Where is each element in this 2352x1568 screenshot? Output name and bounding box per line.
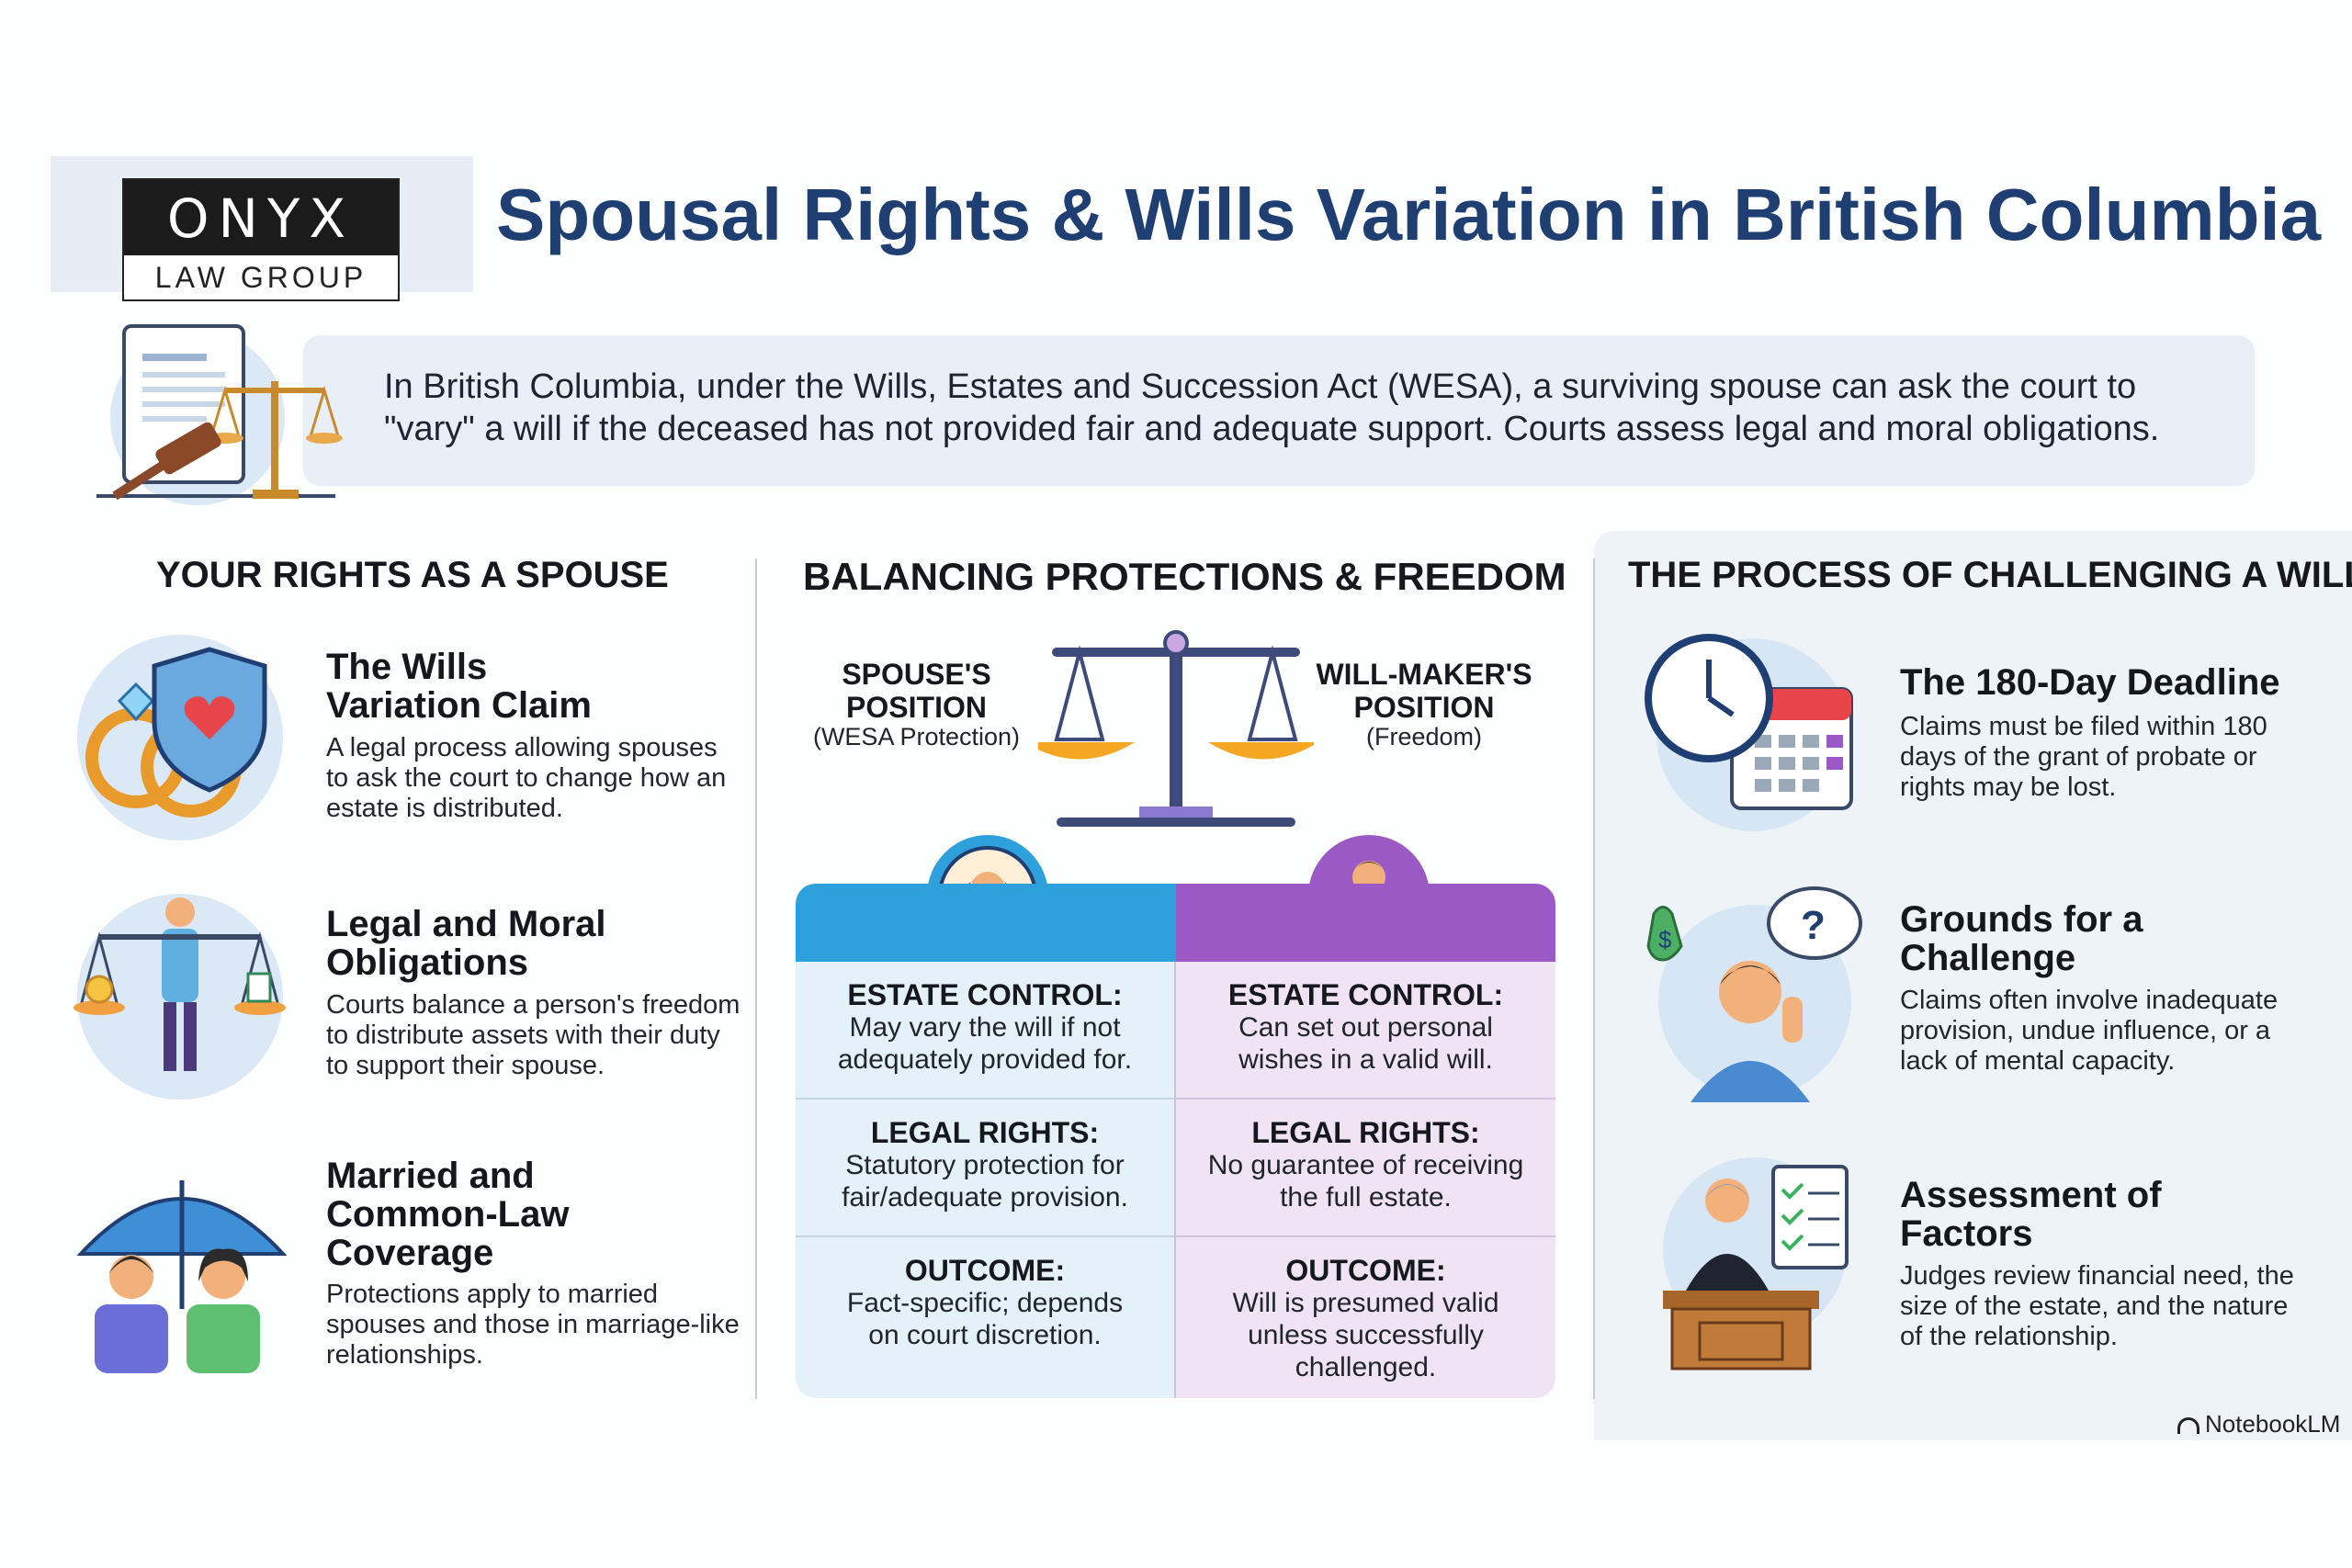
rings-shield-icon bbox=[72, 629, 292, 840]
brand-label: NotebookLM bbox=[2205, 1410, 2341, 1438]
item-title: Grounds for a Challenge bbox=[1900, 899, 2143, 978]
thinking-person-icon: $ ? bbox=[1645, 882, 1865, 1102]
item-desc: Courts balance a person's freedom to dis… bbox=[326, 990, 741, 1080]
cell-value: Will is presumed valid unless successful… bbox=[1232, 1288, 1499, 1382]
spouse-position-sub: (WESA Protection) bbox=[812, 723, 1021, 750]
logo-subtitle: LAW GROUP bbox=[154, 261, 368, 294]
item-title: Legal and Moral Obligations bbox=[326, 904, 606, 983]
item-desc: Claims often involve inadequate provisio… bbox=[1900, 986, 2278, 1076]
comparison-table: ESTATE CONTROL: May vary the will if not… bbox=[796, 884, 1555, 1398]
cell-label: LEGAL RIGHTS: bbox=[870, 1116, 1100, 1149]
cell-label: OUTCOME: bbox=[1285, 1254, 1446, 1287]
willmaker-column-header bbox=[1176, 884, 1555, 962]
item-desc: Protections apply to married spouses and… bbox=[326, 1280, 740, 1370]
willmaker-position-sub: (Freedom) bbox=[1365, 723, 1483, 750]
balance-scale-icon bbox=[1024, 625, 1318, 836]
rights-heading: YOUR RIGHTS AS A SPOUSE bbox=[156, 555, 669, 595]
table-cell: OUTCOME: Will is presumed valid unless s… bbox=[1176, 1237, 1555, 1398]
onyx-logo: ONYX LAW GROUP bbox=[122, 178, 400, 301]
table-cell: LEGAL RIGHTS: No guarantee of receiving … bbox=[1176, 1100, 1555, 1237]
cell-value: Can set out personal wishes in a valid w… bbox=[1238, 1012, 1493, 1075]
cell-value: Fact-specific; depends on court discreti… bbox=[846, 1288, 1124, 1350]
document-gavel-scale-icon bbox=[87, 317, 345, 505]
item-desc: Claims must be filed within 180 days of … bbox=[1900, 712, 2267, 802]
table-cell: LEGAL RIGHTS: Statutory protection for f… bbox=[796, 1100, 1176, 1237]
intro-panel bbox=[303, 335, 2255, 486]
column-divider bbox=[755, 558, 757, 1399]
spouse-position-label: SPOUSE'S POSITION bbox=[842, 658, 991, 724]
clock-calendar-icon bbox=[1645, 634, 1865, 831]
process-heading: THE PROCESS OF CHALLENGING A WILL bbox=[1628, 555, 2352, 595]
cell-label: ESTATE CONTROL: bbox=[1227, 978, 1504, 1011]
cell-label: LEGAL RIGHTS: bbox=[1251, 1116, 1480, 1149]
balance-heading: BALANCING PROTECTIONS & FREEDOM bbox=[803, 555, 1566, 598]
cell-label: OUTCOME: bbox=[904, 1254, 1066, 1287]
table-cell: ESTATE CONTROL: Can set out personal wis… bbox=[1176, 962, 1555, 1100]
column-divider bbox=[1593, 558, 1595, 1399]
notebooklm-logo-icon bbox=[2177, 1417, 2199, 1435]
person-balance-icon bbox=[72, 886, 292, 1107]
umbrella-couple-icon bbox=[72, 1153, 292, 1373]
item-title: Assessment of Factors bbox=[1900, 1175, 2162, 1254]
cell-value: Statutory protection for fair/adequate p… bbox=[842, 1150, 1128, 1213]
svg-text:$: $ bbox=[1658, 926, 1672, 953]
page-title: Spousal Rights & Wills Variation in Brit… bbox=[496, 174, 2322, 255]
logo-wordmark: ONYX bbox=[124, 180, 398, 255]
cell-value: May vary the will if not adequately prov… bbox=[837, 1012, 1133, 1075]
item-title: Married and Common-Law Coverage bbox=[326, 1156, 570, 1273]
svg-text:?: ? bbox=[1801, 903, 1826, 948]
table-cell: OUTCOME: Fact-specific; depends on court… bbox=[796, 1237, 1176, 1398]
spouse-column-header bbox=[796, 884, 1176, 962]
item-title: The 180-Day Deadline bbox=[1900, 662, 2280, 703]
item-desc: A legal process allowing spouses to ask … bbox=[326, 733, 727, 823]
item-desc: Judges review financial need, the size o… bbox=[1900, 1261, 2294, 1351]
cell-value: No guarantee of receiving the full estat… bbox=[1207, 1150, 1524, 1213]
cell-label: ESTATE CONTROL: bbox=[847, 978, 1123, 1011]
willmaker-position-label: WILL-MAKER'S POSITION bbox=[1316, 658, 1532, 724]
intro-text: In British Columbia, under the Wills, Es… bbox=[384, 367, 2160, 448]
item-title: The Wills Variation Claim bbox=[326, 647, 592, 726]
judge-checklist-icon bbox=[1645, 1153, 1865, 1373]
table-cell: ESTATE CONTROL: May vary the will if not… bbox=[796, 962, 1176, 1100]
notebooklm-brand: NotebookLM bbox=[2177, 1410, 2340, 1438]
